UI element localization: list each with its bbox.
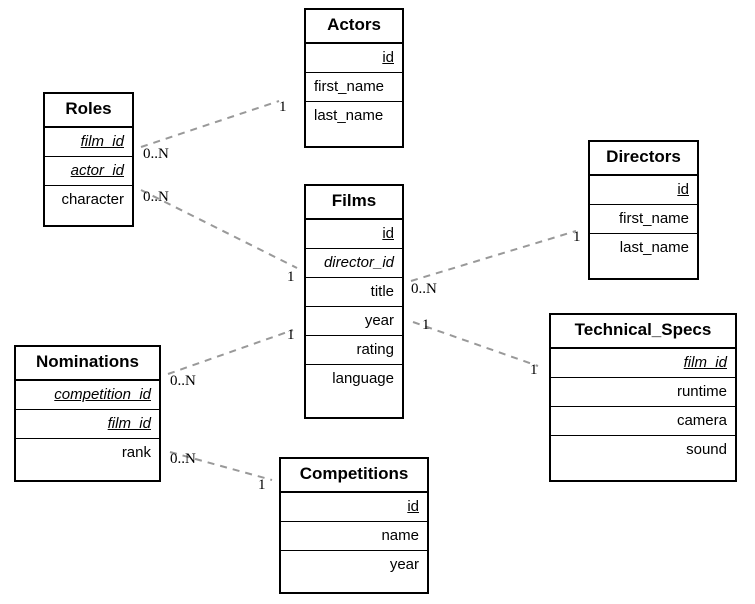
cardinality-label-nominations-competitions-from: 0..N	[170, 451, 196, 467]
cardinality-label-roles-films-to: 1	[287, 269, 295, 285]
entity-roles[interactable]: Roles film_id actor_id character	[43, 92, 134, 227]
attribute-label-pkfk: competition_id	[54, 386, 151, 403]
attribute-label-pk: id	[382, 49, 394, 66]
attribute-row: competition_id	[16, 381, 159, 410]
attribute-label-plain: runtime	[676, 383, 727, 400]
entity-title-nominations: Nominations	[16, 347, 159, 381]
attribute-row: year	[306, 307, 402, 336]
attribute-label-plain: first_name	[618, 210, 689, 227]
attribute-label-plain: rating	[356, 341, 394, 358]
attribute-row: film_id	[45, 128, 132, 157]
attribute-row: title	[306, 278, 402, 307]
attribute-row: last_name	[590, 234, 697, 263]
attribute-row: language	[306, 365, 402, 394]
attribute-row: character	[45, 186, 132, 215]
attribute-label-plain: character	[61, 191, 124, 208]
attribute-row: film_id	[551, 349, 735, 378]
attribute-row: rating	[306, 336, 402, 365]
attribute-label-plain: rank	[121, 444, 151, 461]
attribute-label-plain: first_name	[314, 78, 385, 95]
attribute-row: camera	[551, 407, 735, 436]
cardinality-label-films-technical_specs-to: 1	[530, 362, 538, 378]
entity-title-competitions: Competitions	[281, 459, 427, 493]
attribute-label-plain: camera	[676, 412, 727, 429]
entity-directors[interactable]: Directors id first_name last_name	[588, 140, 699, 280]
attribute-label-plain: language	[332, 370, 394, 387]
attribute-label-plain: year	[364, 312, 394, 329]
cardinality-label-nominations-films-to: 1	[287, 327, 295, 343]
attribute-label-pkfk: film_id	[683, 354, 727, 371]
cardinality-label-nominations-competitions-to: 1	[258, 477, 266, 493]
attribute-label-plain: last_name	[619, 239, 689, 256]
cardinality-label-roles-films-from: 0..N	[143, 189, 169, 205]
cardinality-label-films-directors-to: 1	[573, 229, 581, 245]
attribute-label-pkfk: film_id	[80, 133, 124, 150]
cardinality-label-films-technical_specs-from: 1	[422, 317, 430, 333]
attribute-row: id	[281, 493, 427, 522]
attribute-row: id	[306, 220, 402, 249]
attribute-row: id	[306, 44, 402, 73]
attribute-label-pk: id	[407, 498, 419, 515]
relationship-line-films-directors	[410, 230, 577, 282]
attribute-label-pkfk: actor_id	[70, 162, 124, 179]
attribute-row: rank	[16, 439, 159, 468]
attribute-label-pkfk: film_id	[107, 415, 151, 432]
attribute-row: sound	[551, 436, 735, 465]
entity-title-roles: Roles	[45, 94, 132, 128]
attribute-row: year	[281, 551, 427, 580]
relationship-line-nominations-films	[167, 329, 294, 375]
attribute-label-plain: sound	[686, 441, 727, 458]
cardinality-label-roles-actors-from: 0..N	[143, 146, 169, 162]
relationship-line-films-technical_specs	[412, 321, 539, 367]
attribute-row: film_id	[16, 410, 159, 439]
cardinality-label-films-directors-from: 0..N	[411, 281, 437, 297]
entity-title-directors: Directors	[590, 142, 697, 176]
attribute-label-pk: id	[382, 225, 394, 242]
attribute-label-plain: title	[370, 283, 394, 300]
attribute-row: id	[590, 176, 697, 205]
attribute-label-plain: last_name	[314, 107, 384, 124]
attribute-row: first_name	[306, 73, 402, 102]
attribute-row: runtime	[551, 378, 735, 407]
cardinality-label-nominations-films-from: 0..N	[170, 373, 196, 389]
attribute-row: last_name	[306, 102, 402, 131]
attribute-label-fk: director_id	[323, 254, 394, 271]
entity-competitions[interactable]: Competitions id name year	[279, 457, 429, 594]
entity-title-actors: Actors	[306, 10, 402, 44]
attribute-label-plain: name	[381, 527, 419, 544]
attribute-row: first_name	[590, 205, 697, 234]
attribute-row: director_id	[306, 249, 402, 278]
entity-actors[interactable]: Actors id first_name last_name	[304, 8, 404, 148]
relationship-line-roles-actors	[140, 100, 280, 148]
attribute-row: actor_id	[45, 157, 132, 186]
attribute-label-plain: year	[389, 556, 419, 573]
attribute-label-pk: id	[677, 181, 689, 198]
attribute-row: name	[281, 522, 427, 551]
cardinality-label-roles-actors-to: 1	[279, 99, 287, 115]
entity-title-technical_specs: Technical_Specs	[551, 315, 735, 349]
entity-title-films: Films	[306, 186, 402, 220]
